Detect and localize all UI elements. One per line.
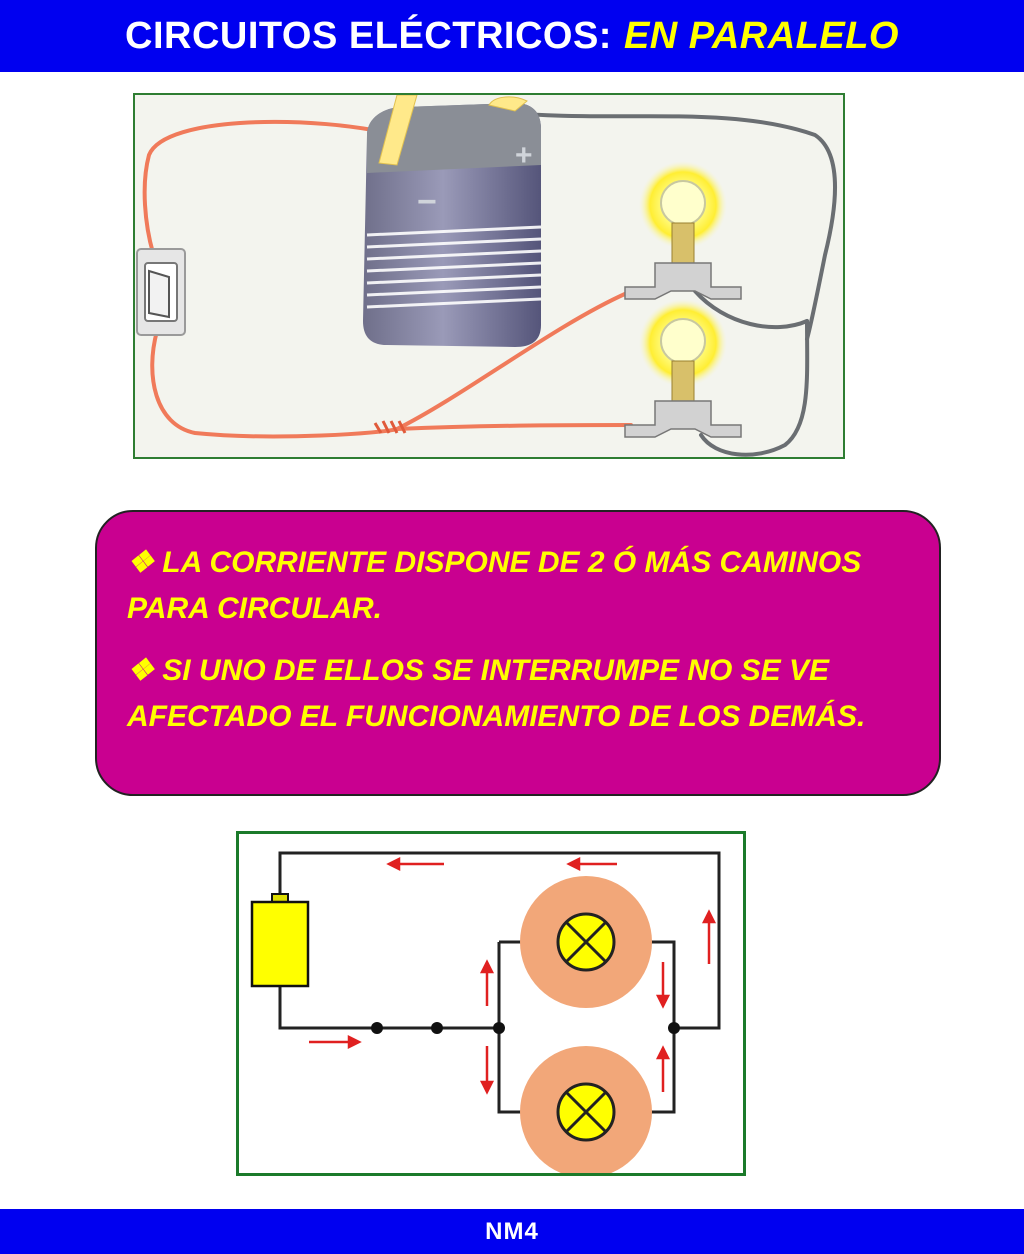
grey-wires xyxy=(493,109,837,457)
junction-dots xyxy=(371,1022,680,1034)
current-arrows xyxy=(309,856,717,1095)
arrow-up-right-branch xyxy=(655,1045,671,1092)
info-bullet-2: ❖ SI UNO DE ELLOS SE INTERRUMPE NO SE VE… xyxy=(127,648,909,740)
schematic-wires xyxy=(278,851,721,1114)
info-bullet-text-2: SI UNO DE ELLOS SE INTERRUMPE NO SE VE A… xyxy=(127,654,866,733)
bulb-lower xyxy=(624,299,742,438)
title-banner: CIRCUITOS ELÉCTRICOS: EN PARALELO xyxy=(0,0,1024,72)
bullet-diamond-icon: ❖ xyxy=(127,546,154,579)
parallel-circuit-schematic xyxy=(236,831,746,1176)
arrow-down-left-branch xyxy=(479,1046,495,1095)
switch xyxy=(136,248,186,336)
lamp-upper xyxy=(520,876,652,1008)
footer-banner: NM4 xyxy=(0,1209,1024,1254)
arrow-left-top-1 xyxy=(386,856,444,872)
arrow-up-left-branch xyxy=(479,959,495,1006)
bulb-upper xyxy=(624,161,742,300)
schematic-drawing xyxy=(250,851,721,1173)
bullet-diamond-icon: ❖ xyxy=(127,654,154,687)
schematic-battery xyxy=(250,893,310,988)
title-accent: EN PARALELO xyxy=(623,14,899,57)
arrow-left-top-2 xyxy=(566,856,617,872)
arrow-right-bottom xyxy=(309,1034,362,1050)
circuit-illustration-drawing: − + xyxy=(136,95,837,457)
info-bullet-text-1: LA CORRIENTE DISPONE DE 2 Ó MÁS CAMINOS … xyxy=(127,546,862,625)
arrow-up-right xyxy=(701,909,717,964)
battery-minus-label: − xyxy=(417,183,437,221)
battery-plus-label: + xyxy=(515,139,533,172)
battery: − + xyxy=(363,95,542,347)
red-wires xyxy=(142,119,633,439)
footer-label: NM4 xyxy=(485,1217,539,1245)
circuit-illustration: − + xyxy=(133,93,845,459)
arrow-down-right-branch xyxy=(655,962,671,1009)
info-box: ❖ LA CORRIENTE DISPONE DE 2 Ó MÁS CAMINO… xyxy=(95,510,941,796)
lamp-lower xyxy=(520,1046,652,1173)
title-main: CIRCUITOS ELÉCTRICOS: xyxy=(125,14,612,57)
wire-twist xyxy=(373,420,407,434)
info-bullet-1: ❖ LA CORRIENTE DISPONE DE 2 Ó MÁS CAMINO… xyxy=(127,540,909,632)
